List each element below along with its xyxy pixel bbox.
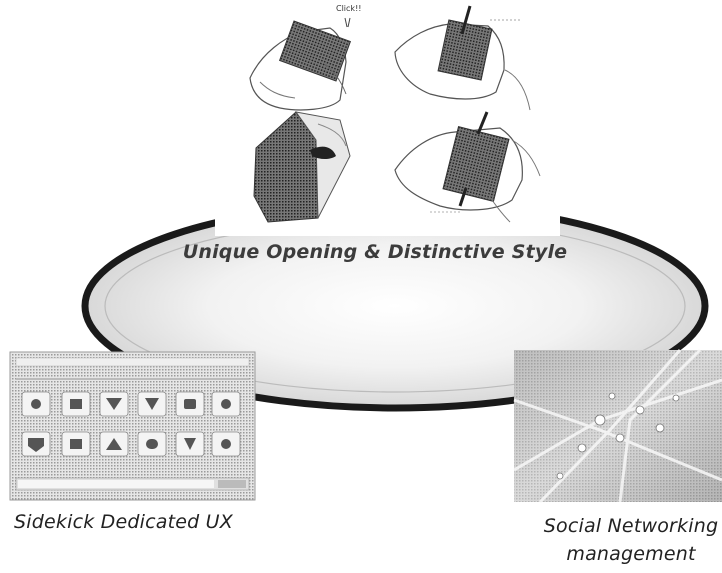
hand-opening-phone-icon bbox=[394, 111, 541, 223]
phone-swivel-open-icon bbox=[253, 111, 351, 223]
app-grid-icon bbox=[9, 351, 256, 501]
right-caption-line2: management bbox=[566, 543, 696, 565]
click-label: Click!! bbox=[336, 4, 362, 13]
right-caption-line1: Social Networking bbox=[543, 515, 719, 537]
center-caption: Unique Opening & Distinctive Style bbox=[182, 241, 568, 263]
hand-rotating-phone-icon bbox=[249, 17, 352, 111]
hand-pressing-phone-icon bbox=[394, 5, 531, 111]
left-caption: Sidekick Dedicated UX bbox=[14, 511, 233, 533]
right-caption: Social Networking management bbox=[520, 512, 722, 568]
network-nodes-icon bbox=[513, 348, 722, 504]
